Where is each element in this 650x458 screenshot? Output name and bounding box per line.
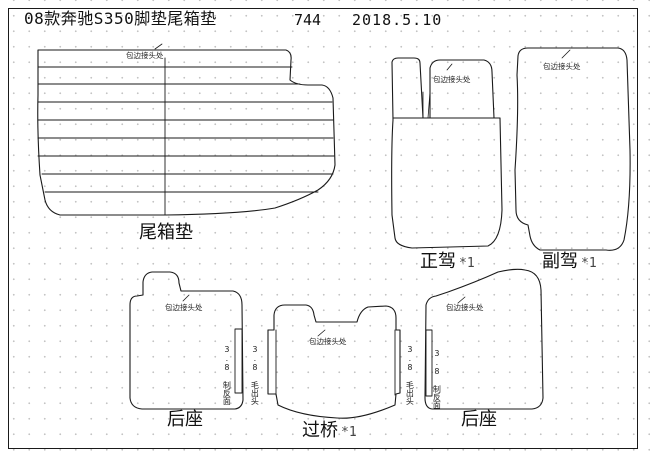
drawing-title: 08款奔驰S350脚垫尾箱垫 [24, 9, 217, 28]
bridge-seam-note: 包边接头处 [309, 337, 347, 346]
driver-label: 正驾 [420, 251, 456, 272]
bridge-left-side-note: 3.8 毛出头 [250, 345, 260, 405]
rear-right-label: 后座 [461, 409, 497, 430]
rear-left-label: 后座 [167, 409, 203, 430]
passenger-seam-note: 包边接头处 [543, 62, 581, 71]
rear-left-side-note: 3.8 制反面 [222, 345, 232, 405]
passenger-label: 副驾 [542, 251, 578, 272]
bridge-label: 过桥 [302, 420, 338, 441]
bridge-right-side-note: 3.8 毛出头 [405, 345, 415, 405]
rear-left-seam-note: 包边接头处 [165, 303, 203, 312]
trunk-seam-note: 包边接头处 [126, 51, 164, 60]
driver-seam-note: 包边接头处 [433, 75, 471, 84]
passenger-quantity: *1 [581, 256, 597, 271]
bridge-quantity: *1 [341, 425, 357, 440]
rear-right-side-note: 3.8 制反面 [432, 349, 442, 409]
driver-quantity: *1 [459, 256, 475, 271]
pattern-code: 744 [294, 11, 322, 29]
driver-mat-outline [391, 57, 503, 249]
bridge-mat-outline [267, 304, 401, 419]
trunk-mat-outline [37, 43, 336, 216]
rear-right-mat-outline [424, 268, 544, 410]
drawing-date: 2018.5.10 [352, 11, 443, 29]
passenger-mat-outline [514, 47, 631, 251]
trunk-label: 尾箱垫 [139, 222, 193, 243]
rear-right-seam-note: 包边接头处 [446, 303, 484, 312]
rear-left-mat-outline [129, 271, 244, 410]
drawing-border [8, 8, 638, 449]
